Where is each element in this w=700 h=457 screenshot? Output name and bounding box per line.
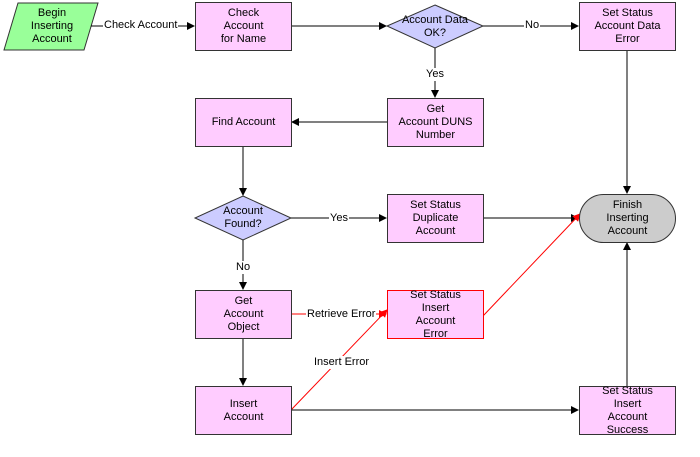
edge-label-yes-2: Yes: [329, 212, 349, 225]
find-account-node[interactable]: Find Account: [195, 98, 292, 147]
check-account-node[interactable]: Check Account for Name: [195, 2, 292, 51]
edge-label-no-1: No: [524, 19, 541, 32]
edge-label-check-account: Check Account: [103, 19, 179, 32]
edge-label-retrieve-error: Retrieve Error: [306, 308, 377, 321]
finish-node[interactable]: Finish Inserting Account: [579, 194, 676, 243]
set-status-insert-error-node[interactable]: Set Status Insert Account Error: [387, 289, 484, 340]
set-status-insert-success-node[interactable]: Set Status Insert Account Success: [579, 385, 676, 436]
set-status-duplicate-node[interactable]: Set Status Duplicate Account: [387, 194, 484, 243]
get-duns-node[interactable]: Get Account DUNS Number: [387, 98, 484, 147]
edge-label-no-2: No: [235, 261, 252, 274]
account-data-ok-label: Account Data OK?: [401, 13, 469, 39]
edge-insert-error-to-finish: [482, 213, 581, 317]
get-account-object-node[interactable]: Get Account Object: [195, 290, 292, 339]
account-found-label: Account Found?: [223, 205, 263, 230]
begin-shape[interactable]: [3, 2, 99, 51]
edge-label-insert-error: Insert Error: [313, 356, 371, 369]
set-status-data-error-node[interactable]: Set Status Account Data Error: [579, 2, 676, 51]
insert-account-node[interactable]: Insert Account: [195, 386, 292, 435]
begin-label: Begin Inserting Account: [30, 7, 74, 45]
edge-label-yes-1: Yes: [425, 68, 445, 81]
